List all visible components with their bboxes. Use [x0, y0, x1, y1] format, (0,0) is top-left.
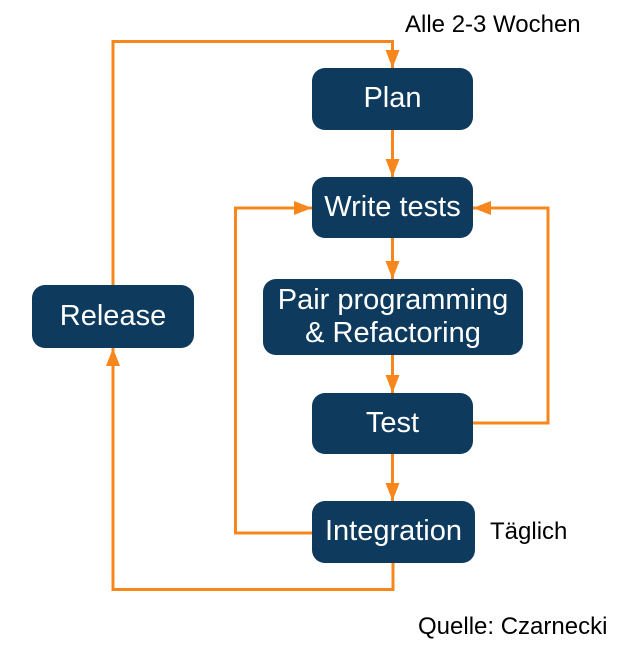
node-plan: Plan [312, 68, 473, 130]
edge-integration-to-write-tests [234, 201, 312, 535]
node-integration: Integration [312, 501, 475, 563]
node-write-tests: Write tests [312, 177, 473, 238]
edge-test-to-write-tests [473, 201, 550, 425]
node-test: Test [312, 393, 473, 454]
edge-integration-to-release [106, 348, 395, 591]
cycle-frequency-label: Alle 2-3 Wochen [405, 11, 581, 38]
node-pair-programming: Pair programming & Refactoring [263, 279, 523, 355]
source-attribution-label: Quelle: Czarnecki [418, 613, 608, 640]
daily-frequency-label: Täglich [490, 518, 568, 545]
node-release: Release [32, 285, 194, 348]
edge-release-to-plan [111, 40, 400, 285]
